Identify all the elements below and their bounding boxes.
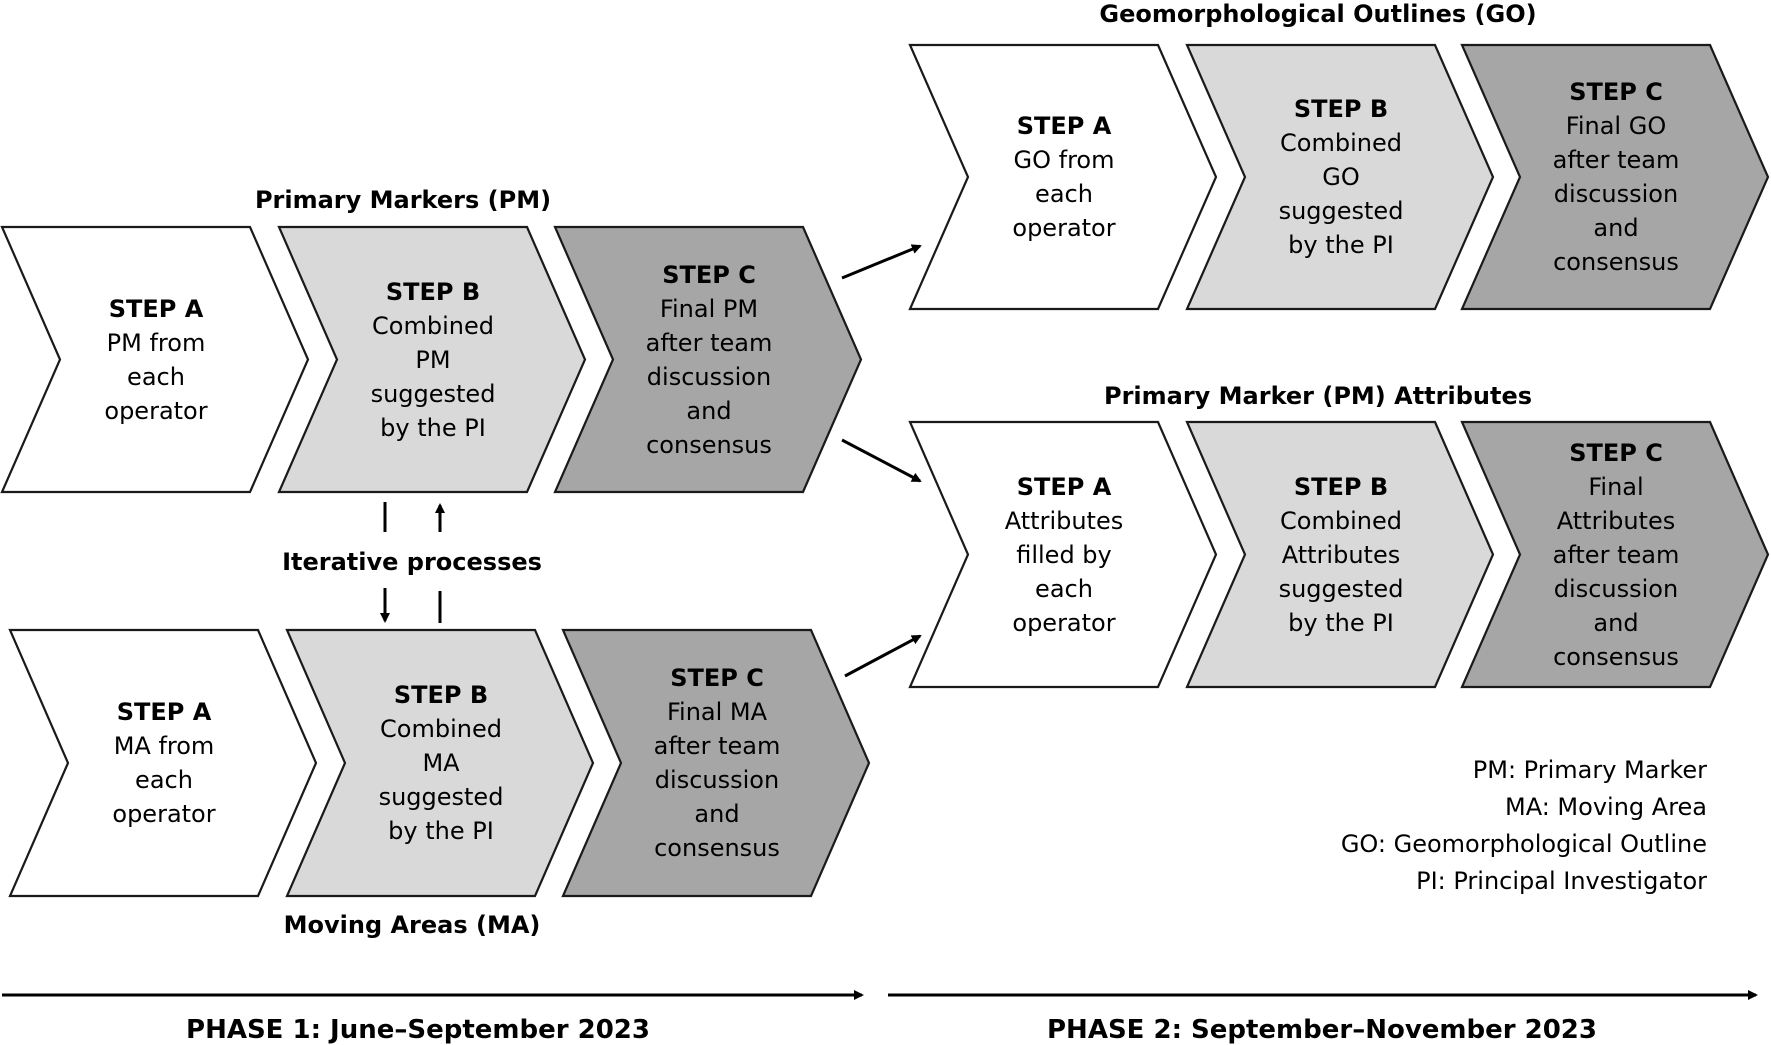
- step-description: Final MA after team discussion and conse…: [653, 698, 781, 862]
- attr-step-b-label: STEP B Combined Attributes suggested by t…: [1279, 470, 1404, 640]
- step-description: Final GO after team discussion and conse…: [1552, 112, 1680, 276]
- pm-to-go-arrow: [841, 244, 922, 280]
- step-description: PM from each operator: [104, 328, 208, 425]
- step-heading: STEP B: [385, 277, 481, 306]
- legend-item: PI: Principal Investigator: [1416, 867, 1707, 895]
- pm-to-attributes-arrow: [841, 438, 922, 483]
- ma-step-a-label: STEP A MA from each operator: [112, 695, 215, 831]
- step-description: GO from each operator: [1012, 146, 1116, 242]
- step-heading: STEP A: [1016, 472, 1112, 501]
- step-description: Final Attributes after team discussion a…: [1552, 472, 1680, 671]
- ma-step-b-chevron: [285, 628, 595, 898]
- step-description: Combined PM suggested by the PI: [370, 311, 496, 442]
- legend-item: PM: Primary Marker: [1472, 756, 1707, 784]
- step-description: Combined GO suggested by the PI: [1278, 129, 1404, 259]
- pm-step-c-chevron: [553, 225, 863, 494]
- step-heading: STEP A: [116, 698, 212, 726]
- attributes-group-title: Primary Marker (PM) Attributes: [1103, 382, 1533, 410]
- step-heading: STEP B: [393, 681, 489, 709]
- step-description: Final PM after team discussion and conse…: [645, 294, 773, 459]
- pm-step-a-chevron: [0, 225, 310, 494]
- go-step-a-chevron: [908, 43, 1218, 311]
- ma-step-c-chevron: [561, 628, 871, 898]
- pm-group-title: Primary Markers (PM): [254, 186, 552, 214]
- go-step-b-chevron: [1185, 43, 1495, 311]
- step-description: Combined MA suggested by the PI: [378, 715, 504, 845]
- attr-step-a-chevron: [908, 420, 1218, 689]
- go-step-b-label: STEP B Combined GO suggested by the PI: [1279, 92, 1404, 262]
- step-heading: STEP A: [108, 294, 204, 323]
- step-heading: STEP C: [662, 260, 756, 289]
- step-heading: STEP B: [1293, 95, 1389, 123]
- step-description: Attributes filled by each operator: [1004, 506, 1124, 637]
- go-group-title: Geomorphological Outlines (GO): [1099, 0, 1537, 28]
- attr-step-c-chevron: [1460, 420, 1770, 689]
- phase2-label: PHASE 2: September–November 2023: [1047, 1015, 1597, 1045]
- ma-step-a-chevron: [8, 628, 318, 898]
- step-description: Combined Attributes suggested by the PI: [1278, 506, 1404, 637]
- ma-group-title: Moving Areas (MA): [283, 911, 541, 939]
- ma-to-attributes-arrow: [844, 634, 922, 678]
- step-heading: STEP B: [1293, 472, 1389, 501]
- attr-step-b-chevron: [1185, 420, 1495, 689]
- pm-step-c-label: STEP C Final PM after team discussion and…: [646, 258, 773, 462]
- ma-step-b-label: STEP B Combined MA suggested by the PI: [379, 678, 504, 848]
- go-step-a-label: STEP A GO from each operator: [1012, 109, 1115, 245]
- pm-step-b-label: STEP B Combined PM suggested by the PI: [371, 275, 496, 445]
- step-description: MA from each operator: [112, 732, 216, 828]
- attr-step-c-label: STEP C Final Attributes after team discus…: [1553, 436, 1680, 674]
- step-heading: STEP C: [1569, 78, 1663, 106]
- legend-item: MA: Moving Area: [1505, 793, 1707, 821]
- step-heading: STEP C: [670, 664, 764, 692]
- legend-item: GO: Geomorphological Outline: [1340, 830, 1707, 858]
- ma-step-c-label: STEP C Final MA after team discussion and…: [654, 661, 781, 865]
- pm-step-a-label: STEP A PM from each operator: [104, 292, 207, 428]
- step-heading: STEP C: [1569, 438, 1663, 467]
- step-heading: STEP A: [1016, 112, 1112, 140]
- go-step-c-chevron: [1460, 43, 1770, 311]
- pm-step-b-chevron: [277, 225, 587, 494]
- attr-step-a-label: STEP A Attributes filled by each operator: [1005, 470, 1123, 640]
- phase1-label: PHASE 1: June–September 2023: [186, 1015, 650, 1045]
- iterative-processes-label: Iterative processes: [282, 548, 542, 576]
- go-step-c-label: STEP C Final GO after team discussion and…: [1553, 75, 1680, 279]
- abbreviation-legend: PM: Primary Marker MA: Moving Area GO: G…: [1341, 752, 1707, 900]
